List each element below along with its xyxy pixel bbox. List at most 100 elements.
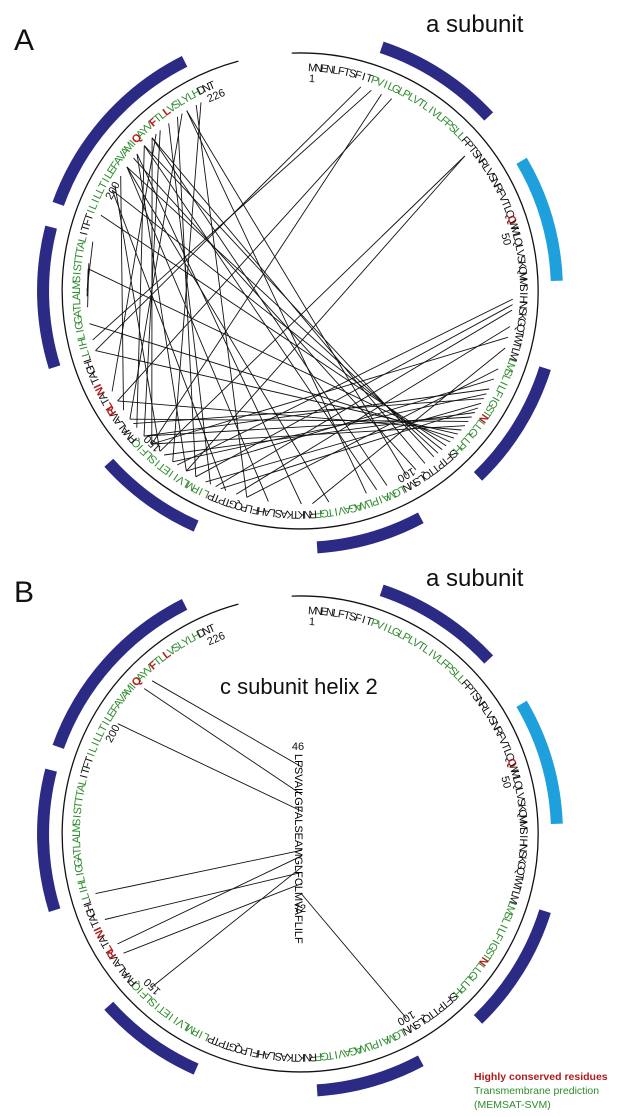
residue-letter: T — [326, 1049, 335, 1062]
residue-letter: I — [167, 467, 176, 479]
residue-letter: L — [508, 346, 521, 355]
residue-letter: L — [71, 831, 83, 837]
crosslink-line — [126, 166, 330, 503]
residue-letter: S — [516, 307, 529, 315]
residue-letter: T — [74, 246, 87, 255]
residue-letter: I — [426, 647, 436, 659]
residue-letter: F — [353, 612, 363, 625]
residue-letter: T — [207, 622, 218, 636]
residue-letter: I — [489, 394, 501, 402]
residue-letter: L — [501, 204, 514, 214]
residue-letter: L — [406, 634, 417, 647]
residue-letter: T — [292, 508, 299, 520]
residue-letter: T — [342, 66, 351, 79]
residue-letter: F — [251, 503, 260, 516]
residue-letter: A — [75, 240, 88, 250]
crosslink-line — [235, 326, 511, 495]
residue-letter: S — [517, 827, 529, 835]
residue-letter: N — [516, 844, 528, 853]
residue-letter: I — [74, 871, 86, 876]
residue-letter: T — [71, 304, 84, 312]
residue-letter: E — [320, 63, 329, 76]
residue-letter: G — [319, 1049, 329, 1062]
residue-letter: I — [197, 485, 205, 497]
residue-letter: F — [491, 931, 505, 943]
residue-letter: N — [303, 1051, 311, 1063]
residue-letter: I — [74, 328, 86, 333]
crosslink-line — [186, 110, 367, 494]
residue-letter: S — [514, 255, 527, 264]
crosslink-line — [117, 98, 392, 402]
residue-letter: M — [502, 904, 516, 917]
transmembrane-segment — [37, 768, 61, 912]
residue-letter: M — [71, 823, 83, 832]
legend-conserved: Highly conserved residues — [474, 1071, 608, 1083]
residue-letter: M — [517, 820, 529, 830]
residue-letter: I — [90, 740, 102, 748]
residue-letter: S — [72, 807, 85, 816]
residue-letter: T — [211, 1034, 222, 1048]
residue-letter: I — [78, 888, 90, 894]
residue-letter: L — [102, 713, 115, 724]
residue-letter: L — [501, 747, 514, 757]
residue-letter: L — [176, 638, 188, 651]
residue-letter: M — [308, 62, 318, 74]
residue-letter: W — [357, 1040, 371, 1055]
residue-letter: M — [506, 350, 520, 362]
residue-letter: L — [396, 483, 407, 496]
residue-letter: L — [494, 926, 507, 937]
transmembrane-segment — [473, 909, 551, 1024]
residue-letter: F — [491, 388, 505, 400]
crosslink-line — [177, 116, 197, 477]
backbone-arc — [61, 52, 539, 530]
transmembrane-segment — [37, 225, 61, 369]
highlighted-segment — [516, 157, 563, 282]
residue-letter: L — [87, 201, 100, 211]
residue-letter: L — [365, 1039, 375, 1052]
crosslink-line — [136, 145, 145, 428]
residue-letter: H — [82, 902, 96, 914]
crosslink-line — [126, 166, 269, 502]
crosslink-line — [151, 866, 303, 988]
residue-letter: G — [73, 863, 86, 873]
residue-letter: L — [480, 162, 493, 174]
residue-letter: I — [167, 1010, 176, 1022]
residue-letter: L — [186, 632, 197, 645]
panel-a-crosslinks — [86, 86, 513, 505]
crosslink-line — [87, 263, 90, 308]
residue-letter: A — [279, 507, 288, 520]
helix-end-label: 72 — [294, 903, 306, 915]
residue-letter: P — [217, 493, 228, 507]
residue-letter: H — [256, 1047, 266, 1060]
backbone-arc — [61, 595, 539, 1073]
residue-letter: R — [309, 507, 318, 519]
panel-b-crosslinks — [95, 680, 407, 1019]
residue-letter: I — [497, 922, 509, 930]
residue-letter: L — [386, 80, 396, 93]
residue-letter: I — [382, 79, 389, 91]
residue-letter: I — [78, 345, 90, 351]
residue-letter: A — [342, 502, 352, 515]
residue-letter: V — [336, 504, 346, 517]
residue-letter: I — [85, 208, 97, 215]
residue-letter: F — [353, 69, 363, 82]
crosslink-line — [111, 190, 227, 491]
residue-letter: T — [364, 615, 374, 629]
residue-letter: P — [206, 489, 218, 503]
residue-letter: S — [516, 850, 529, 858]
crosslink-line — [120, 175, 124, 411]
residue-letter: I — [377, 493, 384, 505]
tick-label: 50 — [498, 775, 513, 790]
highlighted-segment — [516, 700, 563, 825]
residue-letter: Q — [233, 498, 245, 512]
residue-letter: I — [517, 292, 529, 295]
crosslink-line — [88, 268, 451, 443]
residue-letter: K — [297, 508, 305, 520]
residue-letter: I — [85, 751, 97, 758]
residue-letter: T — [89, 375, 103, 386]
residue-letter: L — [365, 496, 375, 509]
residue-letter: T — [73, 795, 86, 804]
residue-letter: K — [285, 508, 294, 520]
residue-letter: P — [239, 1043, 249, 1056]
residue-letter: L — [269, 1049, 277, 1062]
